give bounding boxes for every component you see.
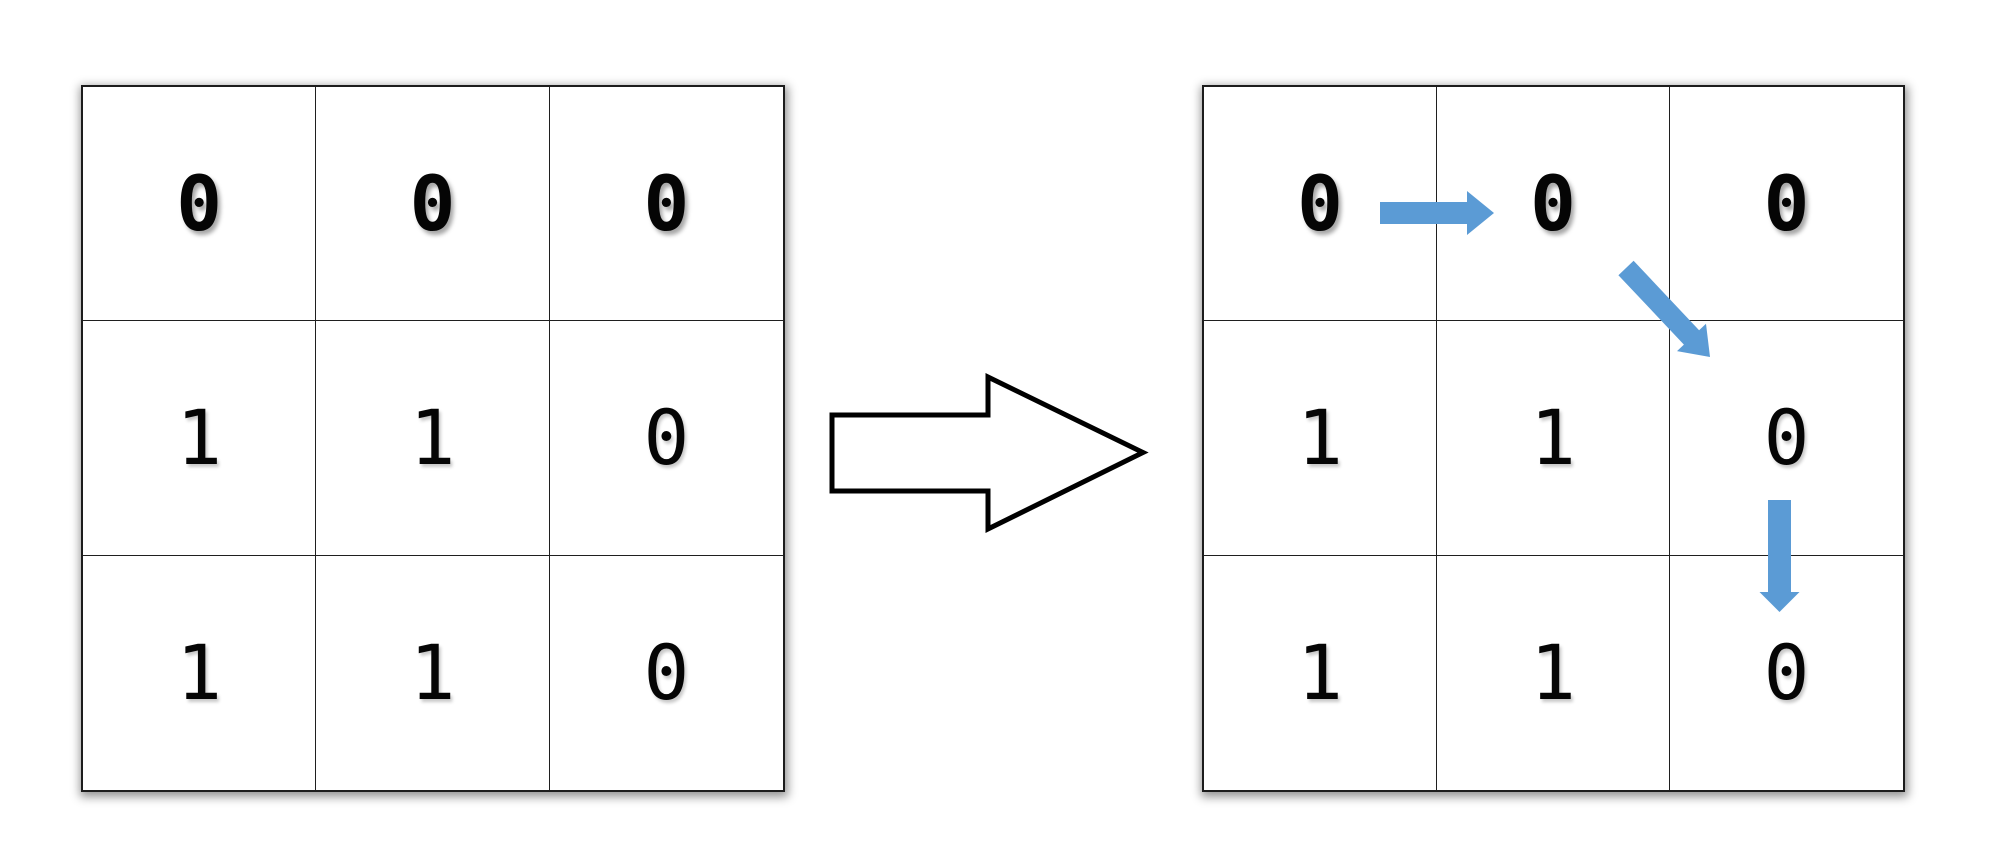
grid-cell: 0: [1437, 87, 1670, 322]
transform-block-arrow-icon: [829, 373, 1149, 534]
grid-cell: 0: [1670, 321, 1903, 556]
path-arrow-down-right-icon: [1618, 260, 1710, 357]
grid-cell: 1: [1437, 555, 1670, 790]
grid-cell: 1: [83, 321, 317, 556]
input-grid: 0 0 0 1 1 0 1 1 0: [81, 85, 785, 792]
grid-cell: 1: [1204, 321, 1437, 556]
grid-cell: 0: [1763, 627, 1810, 717]
grid-cell: 1: [1204, 555, 1437, 790]
grid-cell: 0: [83, 87, 317, 322]
grid-cell: 0: [549, 87, 783, 322]
path-arrow-down-icon: [1759, 500, 1800, 612]
grid-cell: 0: [1670, 87, 1903, 322]
grid-cell: 0: [643, 627, 690, 717]
grid-cell: 0: [549, 321, 783, 556]
grid-cell: 1: [316, 321, 550, 556]
output-grid: 0 0 0 1 1 0 1 1 0: [1202, 85, 1905, 792]
grid-cell: 1: [316, 555, 550, 790]
grid-cell: 0: [316, 87, 550, 322]
grid-cell: 1: [83, 555, 317, 790]
path-arrow-right-icon: [1380, 191, 1494, 235]
grid-cell: 1: [1437, 321, 1670, 556]
